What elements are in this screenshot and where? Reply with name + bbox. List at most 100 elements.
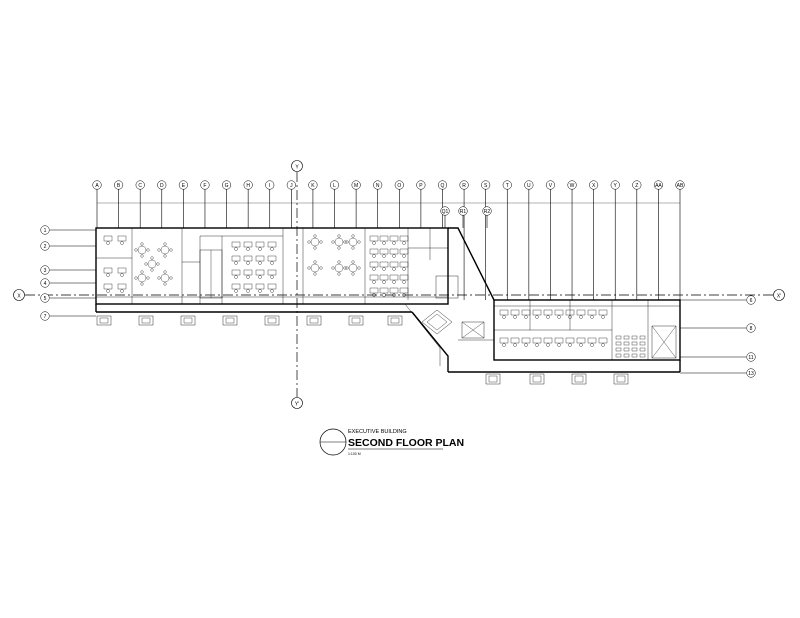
round-table (310, 237, 320, 247)
desk (369, 287, 379, 294)
chair (134, 276, 138, 280)
grid-bubble-label: L (333, 183, 336, 189)
chair (590, 315, 594, 319)
grid-bubble-label: 3 (44, 268, 47, 274)
locker (639, 341, 646, 346)
facade-column-core (488, 375, 498, 383)
desk (255, 283, 265, 290)
stair-east (651, 325, 677, 359)
lift-core (461, 321, 485, 339)
grid-bubble (40, 241, 50, 251)
chair (590, 343, 594, 347)
grid-bubble-label: W (570, 183, 575, 189)
chair (146, 248, 150, 252)
grid-bubble-label: Q (441, 183, 445, 189)
chair (402, 267, 406, 271)
chair (246, 261, 250, 265)
grid-bubble-label: 2 (44, 244, 47, 250)
grid-bubble-label: I (269, 183, 270, 189)
chair (337, 272, 341, 276)
desk (499, 337, 509, 344)
title-block: EXECUTIVE BUILDING SECOND FLOOR PLAN 1:1… (319, 428, 464, 456)
facade-column-core (574, 375, 584, 383)
grid-bubble (200, 180, 210, 190)
facade-column (96, 315, 112, 326)
grid-bubble-label: N (376, 183, 380, 189)
grid-bubble-label: 7 (44, 314, 47, 320)
grid-bubble (394, 180, 404, 190)
desk (543, 337, 553, 344)
chair (270, 247, 274, 251)
desk (532, 337, 542, 344)
chair (163, 254, 167, 258)
chair (258, 289, 262, 293)
desk (103, 267, 113, 274)
chair (234, 275, 238, 279)
desk (389, 287, 399, 294)
chair (106, 273, 110, 277)
desk (521, 309, 531, 316)
chair (382, 280, 386, 284)
locker (623, 341, 630, 346)
facade-columns (96, 315, 629, 385)
chair (157, 276, 161, 280)
chair (331, 240, 335, 244)
diamond-feature (421, 309, 453, 335)
facade-column (306, 315, 322, 326)
locker (631, 341, 638, 346)
chair (402, 254, 406, 258)
chair (157, 248, 161, 252)
grid-bubble-label: A (95, 183, 99, 189)
grid-bubble (746, 295, 756, 305)
chair (106, 241, 110, 245)
grid-bubble (653, 180, 663, 190)
chair (163, 270, 167, 274)
chair (382, 293, 386, 297)
desk (243, 241, 253, 248)
grid-bubble-label: P (419, 183, 423, 189)
desk (389, 274, 399, 281)
grid-bubble (459, 180, 469, 190)
desk (554, 309, 564, 316)
chair (601, 343, 605, 347)
grid-bubble-label: C (138, 183, 142, 189)
grid-bubble-label: H (246, 183, 250, 189)
chair (150, 268, 154, 272)
building-name: EXECUTIVE BUILDING (348, 429, 407, 435)
chair (246, 275, 250, 279)
grid-bubble-label: R2 (484, 209, 491, 215)
chair (579, 315, 583, 319)
round-table (348, 263, 358, 273)
chair (535, 343, 539, 347)
desk (598, 337, 608, 344)
chair (392, 280, 396, 284)
facade-column (485, 373, 501, 385)
desk (267, 269, 277, 276)
chair (392, 254, 396, 258)
grid-bubble-label: X (592, 183, 596, 189)
facade-column (571, 373, 587, 385)
desk (399, 274, 409, 281)
grid-bubble-label: J (290, 183, 293, 189)
grid-bubble-label: S (484, 183, 488, 189)
grid-bubble (243, 180, 253, 190)
facade-column-core (141, 317, 151, 324)
desk (521, 337, 531, 344)
desk (369, 274, 379, 281)
desk (243, 283, 253, 290)
grid-bubble-label: 4 (44, 281, 47, 287)
chair (524, 315, 528, 319)
chair (579, 343, 583, 347)
chair (502, 315, 506, 319)
grid-bubble-label: 13 (748, 371, 754, 377)
facade-column (613, 373, 629, 385)
axis-bubble-y-bottom (291, 397, 303, 409)
chair (331, 266, 335, 270)
grid-bubble (589, 180, 599, 190)
grid-bubble-label: R (462, 183, 466, 189)
facade-column-core (225, 317, 235, 324)
grid-bubble (40, 293, 50, 303)
chair (546, 343, 550, 347)
desk (231, 269, 241, 276)
